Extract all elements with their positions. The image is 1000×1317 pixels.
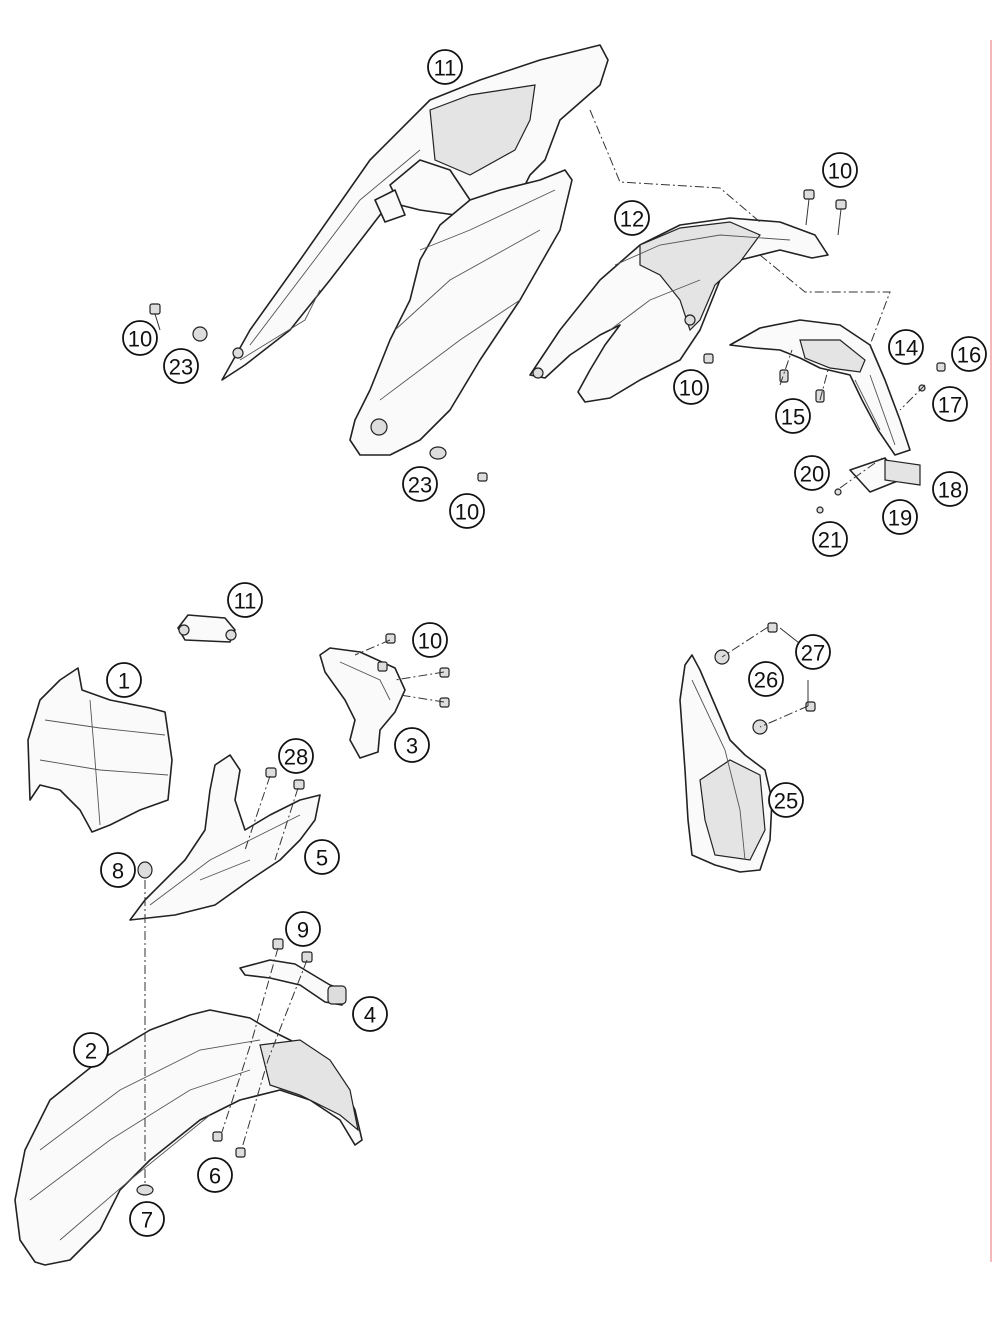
callout-3: 3 xyxy=(394,727,430,763)
callout-13: 12 xyxy=(614,200,650,236)
callout-17: 17 xyxy=(932,386,968,422)
callout-7-label: 7 xyxy=(141,1208,153,1233)
callout-23-left: 23 xyxy=(163,348,199,384)
part-5-front-number-plate xyxy=(129,754,321,921)
part-11-clip xyxy=(177,614,237,643)
callout-17-label: 17 xyxy=(938,393,962,418)
callout-5: 5 xyxy=(304,839,340,875)
callout-10-top-label: 10 xyxy=(828,159,852,184)
part-2-front-fender xyxy=(14,1009,363,1266)
callout-6: 6 xyxy=(197,1157,233,1193)
callout-7: 7 xyxy=(129,1201,165,1237)
callout-3-label: 3 xyxy=(406,734,418,759)
callout-10-headlight-label: 10 xyxy=(418,629,442,654)
callout-15-label: 15 xyxy=(781,405,805,430)
callout-5-label: 5 xyxy=(316,846,328,871)
callout-14-label: 14 xyxy=(894,336,918,361)
part-18-19-plate-bracket xyxy=(849,457,921,493)
callout-27-label: 27 xyxy=(801,641,825,666)
callout-10-top: 10 xyxy=(822,152,858,188)
part-3-headlight-bracket xyxy=(319,647,406,759)
callout-16: 16 xyxy=(951,336,987,372)
callout-25-label: 25 xyxy=(774,789,798,814)
callout-9-label: 9 xyxy=(297,918,309,943)
callout-10-bottom-label: 10 xyxy=(455,500,479,525)
callout-8: 8 xyxy=(100,852,136,888)
callout-8-label: 8 xyxy=(112,859,124,884)
part-14-license-plate-holder xyxy=(729,319,911,456)
callout-15: 15 xyxy=(775,398,811,434)
callout-1-label: 1 xyxy=(118,669,130,694)
callout-28: 28 xyxy=(278,738,314,774)
callout-4-label: 4 xyxy=(364,1003,376,1028)
callout-10-left: 10 xyxy=(122,320,158,356)
callout-11-label: 11 xyxy=(234,589,257,614)
part-13-rear-fender xyxy=(529,217,829,403)
callout-2: 2 xyxy=(73,1032,109,1068)
callout-10-left-label: 10 xyxy=(128,327,152,352)
callout-11: 11 xyxy=(227,582,263,618)
callout-16-label: 16 xyxy=(957,343,981,368)
callout-28-label: 28 xyxy=(284,745,308,770)
callout-21: 20 xyxy=(794,455,830,491)
callout-10-headlight: 10 xyxy=(412,622,448,658)
callout-19-label: 19 xyxy=(888,506,912,531)
callout-23-bottom-label: 23 xyxy=(408,473,432,498)
callout-18: 18 xyxy=(932,471,968,507)
callout-14: 14 xyxy=(888,329,924,365)
callout-2-label: 2 xyxy=(85,1039,97,1064)
callout-27: 27 xyxy=(795,634,831,670)
hardware-items xyxy=(136,189,946,1196)
callout-23-left-label: 23 xyxy=(169,355,193,380)
callout-1: 1 xyxy=(106,662,142,698)
callout-12-label: 11 xyxy=(434,56,457,81)
callout-21-label: 20 xyxy=(800,462,824,487)
callout-9: 9 xyxy=(285,911,321,947)
callout-6-label: 6 xyxy=(209,1164,221,1189)
callout-18-label: 18 xyxy=(938,478,962,503)
part-4-cable-holder xyxy=(239,959,347,1006)
callout-23-bottom: 23 xyxy=(402,466,438,502)
callout-20-label: 21 xyxy=(818,528,842,553)
callout-10-mid: 10 xyxy=(673,369,709,405)
callout-13-label: 12 xyxy=(620,207,644,232)
part-1-headlight-mask xyxy=(27,667,173,833)
callout-19: 19 xyxy=(882,499,918,535)
callout-25: 25 xyxy=(768,782,804,818)
callout-4: 4 xyxy=(352,996,388,1032)
callout-10-bottom: 10 xyxy=(449,493,485,529)
callout-10-mid-label: 10 xyxy=(679,376,703,401)
callout-12: 11 xyxy=(427,49,463,85)
callout-26: 26 xyxy=(748,661,784,697)
part-12-seat-side-panels xyxy=(221,44,609,456)
callout-20: 21 xyxy=(812,521,848,557)
callout-26-label: 26 xyxy=(754,668,778,693)
